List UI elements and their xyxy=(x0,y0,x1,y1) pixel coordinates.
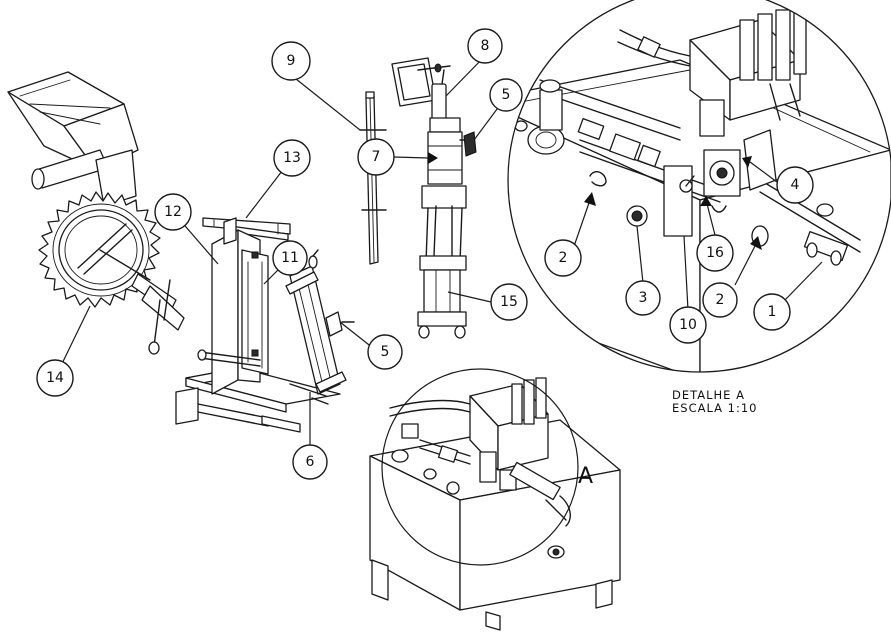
svg-text:10: 10 xyxy=(679,317,697,333)
svg-text:16: 16 xyxy=(706,245,724,261)
svg-text:1: 1 xyxy=(768,304,777,320)
balloon-5: 5 xyxy=(368,335,402,369)
balloon-15: 15 xyxy=(491,284,527,320)
balloon-7: 7 xyxy=(358,139,394,175)
balloon-4: 4 xyxy=(777,167,813,203)
balloon-10: 10 xyxy=(670,307,706,343)
svg-text:4: 4 xyxy=(791,177,800,193)
detail-scale: ESCALA 1:10 xyxy=(672,402,757,415)
balloon-5: 5 xyxy=(490,79,522,111)
hydraulic-unit xyxy=(370,369,620,630)
svg-text:7: 7 xyxy=(372,149,381,165)
svg-text:5: 5 xyxy=(502,87,511,103)
rail-bar xyxy=(360,92,386,264)
balloon-9: 9 xyxy=(272,42,310,80)
balloon-2: 2 xyxy=(703,283,737,317)
balloon-12: 12 xyxy=(155,194,191,230)
balloon-6: 6 xyxy=(293,445,327,479)
svg-text:13: 13 xyxy=(283,150,301,166)
svg-text:6: 6 xyxy=(306,454,315,470)
svg-text:12: 12 xyxy=(164,204,182,220)
balloon-13: 13 xyxy=(274,140,310,176)
svg-text:8: 8 xyxy=(481,38,490,54)
balloon-11: 11 xyxy=(273,241,307,275)
svg-text:3: 3 xyxy=(639,290,648,306)
svg-text:9: 9 xyxy=(287,53,296,69)
svg-text:2: 2 xyxy=(716,292,725,308)
view-letter: A xyxy=(578,464,593,489)
svg-text:14: 14 xyxy=(46,370,64,386)
svg-text:5: 5 xyxy=(381,344,390,360)
balloon-8: 8 xyxy=(468,29,502,63)
balloon-2: 2 xyxy=(545,240,581,276)
frame-post-assembly xyxy=(176,218,354,432)
balloon-3: 3 xyxy=(626,281,660,315)
balloon-16: 16 xyxy=(697,235,733,271)
svg-text:15: 15 xyxy=(500,294,518,310)
balloon-14: 14 xyxy=(37,360,73,396)
balloon-1: 1 xyxy=(754,294,790,330)
detail-label: DETALHE A ESCALA 1:10 xyxy=(672,389,757,415)
svg-text:2: 2 xyxy=(559,250,568,266)
svg-text:11: 11 xyxy=(281,250,299,266)
